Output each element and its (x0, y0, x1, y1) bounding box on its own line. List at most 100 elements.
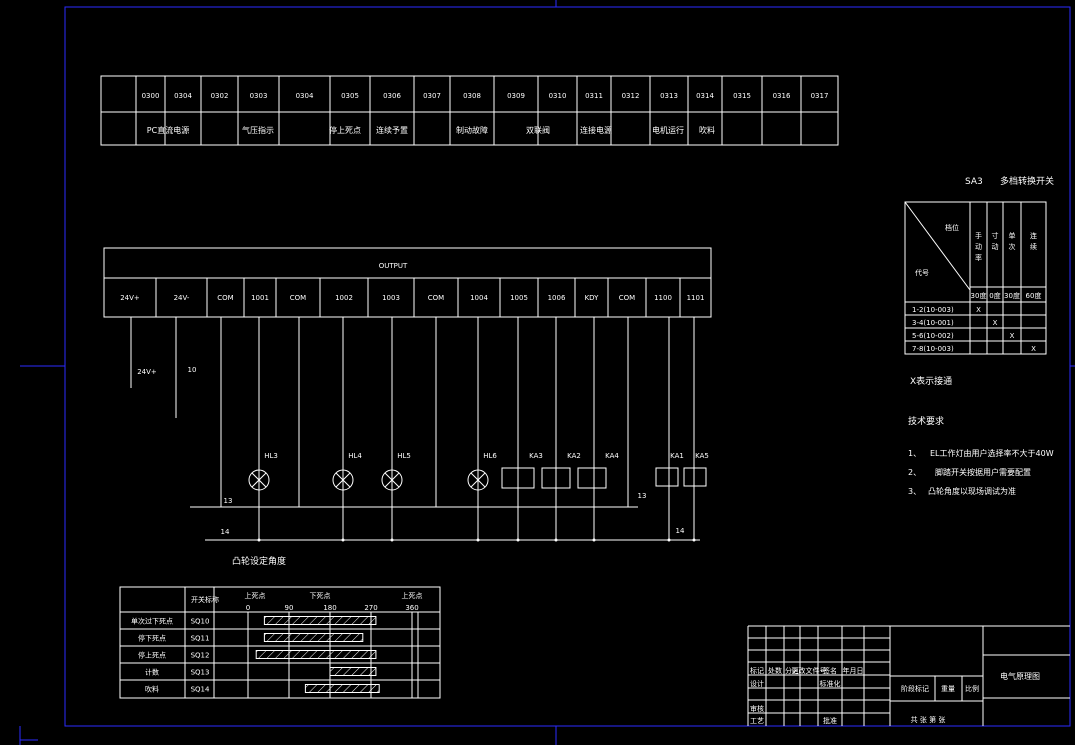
lamp-hl6 (467, 469, 489, 491)
lamp-cross (384, 472, 400, 488)
output-terminal-1004: 1004 (470, 294, 488, 302)
lamp-label-hl3: HL3 (264, 452, 278, 460)
relay-ka2 (541, 467, 571, 489)
lamp-cross (470, 472, 486, 488)
lamp-cross (251, 472, 267, 488)
input-label: 气压指示 (242, 125, 274, 135)
input-code-0304: 0304 (296, 92, 314, 100)
cam-on-bar (263, 616, 377, 625)
junction-dot (592, 538, 596, 542)
sa-angle: 30度 (1004, 291, 1020, 300)
cam-on-bar (329, 667, 377, 676)
cam-row-name: 停上死点 (138, 651, 166, 660)
sa-table-diagonal (904, 201, 971, 291)
lamp-label-hl6: HL6 (483, 452, 497, 460)
cam-row-code: SQ13 (191, 669, 210, 677)
input-code-0308: 0308 (463, 92, 481, 100)
output-terminal-24v-: 24V- (174, 294, 190, 302)
output-terminal-1100: 1100 (654, 294, 672, 302)
cam-row-name: 计数 (145, 668, 159, 677)
wire-label-24v: 24V+ (137, 368, 157, 376)
sa-angle: 0度 (989, 291, 1000, 300)
title-block: 标记处数分区更改文件号签名年月日设计标准化审核工艺批准阶段标记重量比例共 张 第… (747, 625, 1070, 726)
bus-label-13-right: 13 (638, 492, 647, 500)
output-terminal-com: COM (290, 294, 306, 302)
cam-on-bar (263, 633, 364, 642)
relay-label-ka1: KA1 (670, 452, 684, 460)
output-terminal-kdy: KDY (585, 294, 600, 302)
output-table-frame (103, 247, 712, 318)
input-code-0307: 0307 (423, 92, 441, 100)
tech-item-1-text: EL工作灯由用户选择率不大于40W (930, 448, 1054, 458)
cam-top-label: 上死点 (402, 591, 423, 600)
output-terminal-1002: 1002 (335, 294, 353, 302)
output-terminal-com: COM (428, 294, 444, 302)
input-code-0302: 0302 (211, 92, 229, 100)
cam-row-code: SQ14 (191, 686, 210, 694)
sa3-note: X表示接通 (910, 375, 952, 387)
input-code-0315: 0315 (733, 92, 751, 100)
output-terminal-1005: 1005 (510, 294, 528, 302)
tb-row-label: 标记 (750, 666, 764, 675)
cam-angle-180: 180 (323, 604, 336, 612)
tech-item-3-num: 3、 (908, 487, 921, 496)
input-code-0310: 0310 (549, 92, 567, 100)
relay-ka1 (655, 467, 679, 487)
sa-column-header: 连 (1030, 231, 1037, 240)
tb-row-label: 更改文件号 (792, 666, 827, 675)
tb-approve: 批准 (823, 716, 837, 725)
sa-column-header: 寸 (992, 231, 999, 240)
input-label: 连续予置 (376, 125, 408, 135)
sa-angle: 30度 (971, 291, 987, 300)
sa-table-frame (904, 201, 1047, 355)
relay-label-ka2: KA2 (567, 452, 581, 460)
output-terminal-com: COM (217, 294, 233, 302)
sa-row-code: 7-8(10-003) (912, 345, 954, 353)
cam-row-name: 单次过下死点 (131, 617, 173, 626)
wire-label-10: 10 (188, 366, 197, 374)
input-label: 双联阀 (526, 126, 550, 135)
tb-row-label: 分区 (785, 666, 799, 675)
input-label: 吹料 (699, 125, 715, 135)
relay-label-ka5: KA5 (695, 452, 709, 460)
sa-column-header: 率 (975, 253, 982, 262)
output-terminal-1003: 1003 (382, 294, 400, 302)
output-terminal-24v+: 24V+ (120, 294, 140, 302)
output-terminal-com: COM (619, 294, 635, 302)
bus-label-14-right: 14 (676, 527, 685, 535)
input-label: 电机运行 (652, 125, 684, 135)
sa-row-code: 1-2(10-003) (912, 306, 954, 314)
tech-item-3-text: 凸轮角度以现场调试为准 (928, 486, 1016, 496)
input-code-0313: 0313 (660, 92, 678, 100)
input-code-0312: 0312 (622, 92, 640, 100)
relay-ka3 (501, 467, 535, 489)
cam-row-name: 吹料 (145, 685, 159, 694)
cam-angle-90: 90 (285, 604, 294, 612)
tech-item-2-num: 2、 (908, 468, 921, 477)
tb-row-label: 签名 (823, 666, 837, 675)
tech-item-1-num: 1、 (908, 449, 921, 458)
sa-header-top: 档位 (945, 223, 959, 232)
lamp-hl3 (248, 469, 270, 491)
bus-label-14: 14 (221, 528, 230, 536)
input-table-frame (100, 75, 839, 146)
junction-dot (390, 538, 394, 542)
cam-header: 开关标称 (191, 595, 219, 604)
sa-column-header: 续 (1030, 242, 1037, 251)
tb-standard: 标准化 (820, 679, 841, 688)
tb-sheets: 共 张 第 张 (911, 715, 946, 724)
sa3-title: 多档转换开关 (1000, 175, 1054, 187)
sa-mark: X (1010, 332, 1015, 340)
cam-table-frame (119, 586, 441, 699)
output-terminal-1006: 1006 (548, 294, 566, 302)
junction-dot (341, 538, 345, 542)
sa-header-bottom-label: 代号 (915, 268, 929, 277)
sa-row-code: 3-4(10-001) (912, 319, 954, 327)
tb-stage: 阶段标记 (901, 684, 929, 693)
junction-dot (692, 538, 696, 542)
input-code-0303: 0303 (250, 92, 268, 100)
tb-row-label: 年月日 (843, 666, 864, 675)
bus-label-13: 13 (224, 497, 233, 505)
